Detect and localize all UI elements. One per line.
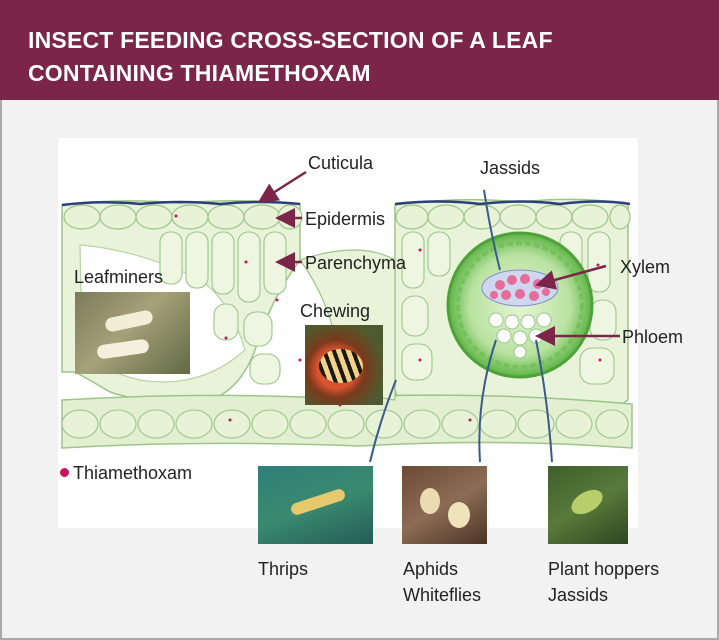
label-whiteflies: Whiteflies bbox=[403, 584, 481, 606]
label-aphids: Aphids bbox=[403, 558, 458, 580]
label-parenchyma: Parenchyma bbox=[305, 252, 406, 274]
chewing-insect-photo bbox=[305, 325, 383, 405]
xylem-cluster bbox=[482, 270, 558, 306]
label-chewing: Chewing bbox=[300, 300, 370, 322]
aphids-whiteflies-photo bbox=[402, 466, 487, 544]
thiamethoxam-dot-icon bbox=[60, 468, 69, 477]
planthopper-photo bbox=[548, 466, 628, 544]
label-cuticula: Cuticula bbox=[308, 152, 373, 174]
label-leafminers: Leafminers bbox=[74, 266, 163, 288]
label-plant-hoppers: Plant hoppers bbox=[548, 558, 659, 580]
label-jassids-top: Jassids bbox=[480, 157, 540, 179]
legend-thiamethoxam: Thiamethoxam bbox=[60, 462, 192, 484]
lower-epidermis-cells bbox=[62, 410, 628, 438]
legend-thiamethoxam-label: Thiamethoxam bbox=[73, 463, 192, 483]
label-xylem: Xylem bbox=[620, 256, 670, 278]
label-jassids-bottom: Jassids bbox=[548, 584, 608, 606]
label-thrips: Thrips bbox=[258, 558, 308, 580]
label-phloem: Phloem bbox=[622, 326, 683, 348]
leafminer-photo bbox=[75, 292, 190, 374]
thrips-photo bbox=[258, 466, 373, 544]
label-epidermis: Epidermis bbox=[305, 208, 385, 230]
